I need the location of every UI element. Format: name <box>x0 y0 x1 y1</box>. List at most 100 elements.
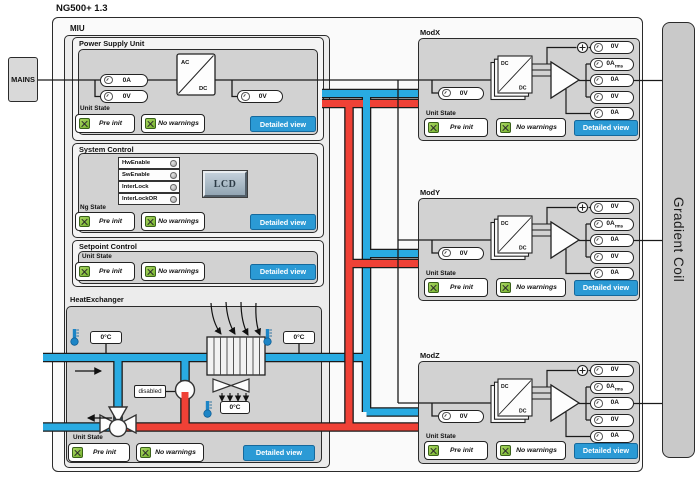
thermometer-in-icon <box>69 327 81 347</box>
mody-meter-1: 0Arms <box>590 217 634 231</box>
airflow-out-arrows <box>218 393 250 402</box>
green-check-icon <box>428 282 439 293</box>
modx-input-voltage-meter: 0V <box>438 86 484 100</box>
gauge-icon <box>594 399 603 408</box>
system-control-detailed-view-button[interactable]: Detailed view <box>250 214 316 230</box>
he-warnings-box: No warnings <box>136 443 204 462</box>
pump-symbol <box>174 379 196 427</box>
system-control-state-box: Pre init <box>75 212 135 231</box>
led-indicator <box>170 196 177 203</box>
modz-unit-state-label: Unit State <box>426 433 456 440</box>
modz-meter-0: 0V <box>590 364 634 377</box>
dcdc-in-label: DC <box>501 61 509 67</box>
gauge-icon <box>594 76 603 85</box>
dc-label: DC <box>199 86 208 92</box>
gradient-coil: Gradient Coil <box>662 22 695 458</box>
ac-dc-converter: AC DC <box>176 53 216 96</box>
modx-meter-1: 0Arms <box>590 57 634 71</box>
modx-meter-3: 0V <box>590 90 634 104</box>
gauge-icon <box>594 432 603 441</box>
modz-meter-2: 0A <box>590 397 634 410</box>
green-check-icon <box>145 216 156 227</box>
mody-detailed-view-button[interactable]: Detailed view <box>574 279 638 296</box>
psu-current-in-meter: 0A <box>100 73 148 87</box>
gauge-icon <box>594 382 603 392</box>
he-unit-state-label: Unit State <box>73 434 103 441</box>
signal-row-swenable: SwEnable <box>118 169 180 181</box>
modx-warnings-box: No warnings <box>496 118 566 137</box>
setpoint-detailed-view-button[interactable]: Detailed view <box>250 263 316 280</box>
pump-state-readout: disabled <box>134 385 166 398</box>
he-detailed-view-button[interactable]: Detailed view <box>243 444 315 461</box>
mody-internals: DC DC <box>418 201 591 275</box>
psu-voltage-out-meter: 0V <box>237 90 283 103</box>
led-indicator <box>170 160 177 167</box>
modx-title: ModX <box>420 28 441 37</box>
dcdc-out-label: DC <box>519 86 527 92</box>
green-check-icon <box>79 118 90 129</box>
gauge-icon <box>442 248 451 258</box>
gauge-icon <box>442 411 451 421</box>
modx-meter-2: 0A <box>590 74 634 87</box>
dcdc-out-label: DC <box>519 246 527 252</box>
modx-detailed-view-button[interactable]: Detailed view <box>574 119 638 136</box>
setpoint-unit-state-label: Unit State <box>82 253 112 260</box>
thermometer-fan-icon <box>202 399 214 419</box>
gauge-icon <box>594 43 603 52</box>
psu-unit-state-label: Unit State <box>80 105 110 112</box>
gauge-icon <box>594 59 603 69</box>
psu-detailed-view-button[interactable]: Detailed view <box>250 116 316 132</box>
psu-title: Power Supply Unit <box>79 39 145 48</box>
he-state-box: Pre init <box>68 443 130 462</box>
modz-state-box: Pre init <box>424 441 488 460</box>
modz-internals: DC DC <box>418 364 591 438</box>
dcdc-in-label: DC <box>501 221 509 227</box>
gauge-icon <box>594 269 603 278</box>
green-check-icon <box>500 282 511 293</box>
modz-title: ModZ <box>420 351 440 360</box>
setpoint-state-box: Pre init <box>75 262 135 281</box>
green-check-icon <box>79 216 90 227</box>
gauge-icon <box>594 203 603 212</box>
gauge-icon <box>594 415 603 425</box>
system-control-warnings-box: No warnings <box>141 212 205 231</box>
gauge-icon <box>594 252 603 262</box>
mains-box <box>8 57 38 102</box>
ng-state-label: Ng State <box>80 204 106 211</box>
dcdc-out-label: DC <box>519 409 527 415</box>
mody-input-voltage-meter: 0V <box>438 246 484 260</box>
modz-meter-3: 0V <box>590 413 634 427</box>
heat-exchanger-title: HeatExchanger <box>70 295 124 304</box>
mody-title: ModY <box>420 188 441 197</box>
temp-fan-readout: 0°C <box>220 401 250 414</box>
gradient-coil-label: Gradient Coil <box>671 197 686 283</box>
gauge-icon <box>594 92 603 102</box>
modz-detailed-view-button[interactable]: Detailed view <box>574 442 638 459</box>
green-check-icon <box>428 122 439 133</box>
gauge-icon <box>104 75 113 85</box>
gauge-icon <box>594 236 603 245</box>
green-check-icon <box>500 445 511 456</box>
psu-voltage-in-meter: 0V <box>100 90 148 103</box>
system-control-title: System Control <box>79 145 134 154</box>
electrical-wiring <box>38 79 662 405</box>
modx-meter-4: 0A <box>590 107 634 120</box>
gauge-icon <box>241 92 250 101</box>
modx-state-box: Pre init <box>424 118 488 137</box>
modz-input-voltage-meter: 0V <box>438 409 484 423</box>
temp-out-readout: 0°C <box>283 331 315 344</box>
green-check-icon <box>79 266 90 277</box>
radiator-symbol <box>206 336 266 376</box>
signal-row-interlockor: InterLockOR <box>118 193 180 205</box>
valve-symbol <box>99 406 137 438</box>
modz-warnings-box: No warnings <box>496 441 566 460</box>
setpoint-warnings-box: No warnings <box>141 262 205 281</box>
psu-state-box: Pre init <box>75 114 135 133</box>
fan-symbol <box>212 378 250 393</box>
green-check-icon <box>145 118 156 129</box>
green-check-icon <box>140 447 151 458</box>
lcd-display: LCD <box>203 171 247 197</box>
mody-state-box: Pre init <box>424 278 488 297</box>
